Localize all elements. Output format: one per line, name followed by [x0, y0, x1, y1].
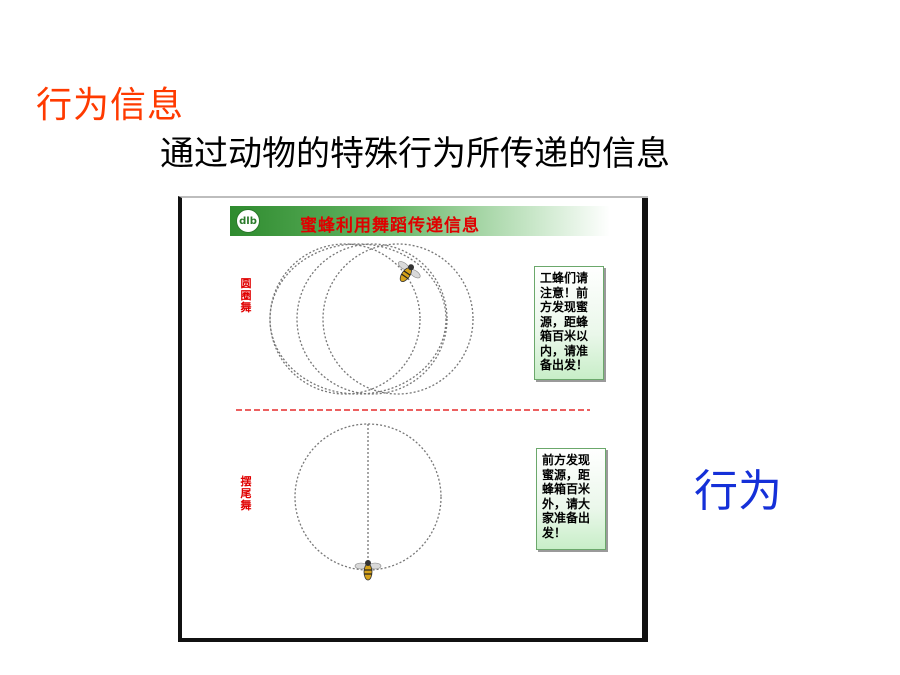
panel-title: 蜜蜂利用舞蹈传递信息 [300, 216, 480, 236]
bee-icon [398, 261, 421, 282]
round-dance-paths [269, 243, 474, 395]
heading: 行为信息 [36, 85, 185, 126]
side-label: 行为 [694, 466, 782, 517]
subheading: 通过动物的特殊行为所传递的信息 [160, 134, 670, 174]
waggle-dance-label: 摆尾舞 [240, 475, 252, 512]
waggle-dance-message: 前方发现蜜源，距蜂箱百米外，请大家准备出发！ [536, 448, 606, 550]
bee-dance-panel: dlb 蜜蜂利用舞蹈传递信息 圆圈舞 摆尾舞 工蜂们请注意！前方发现蜜源，距蜂箱… [178, 196, 648, 642]
waggle-dance-paths [294, 423, 442, 571]
bee-icon [354, 560, 382, 581]
round-dance-loop [269, 243, 421, 395]
panel-title-bar [230, 206, 610, 236]
round-dance-loop [322, 243, 474, 395]
logo-icon: dlb [236, 209, 260, 233]
round-dance-label: 圆圈舞 [240, 277, 252, 314]
round-dance-loop [296, 243, 448, 395]
round-dance-loop [269, 243, 447, 395]
waggle-dance-loop [294, 423, 442, 571]
panel-shadow-edge [642, 198, 648, 642]
round-dance-message: 工蜂们请注意！前方发现蜜源，距蜂箱百米以内，请准备出发！ [534, 266, 604, 380]
